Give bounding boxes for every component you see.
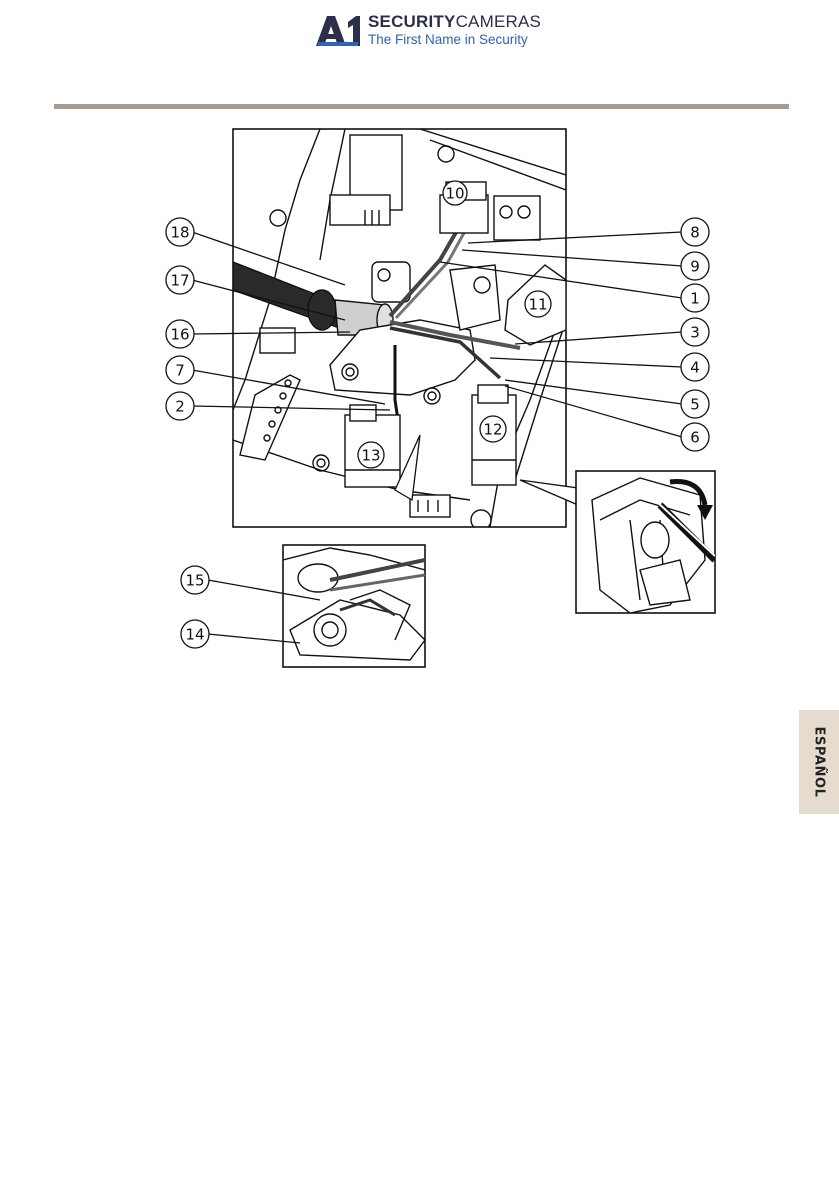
callout-11: 11 — [528, 296, 547, 314]
callout-2: 2 — [175, 398, 185, 416]
callout-6: 6 — [690, 429, 700, 447]
callout-8: 8 — [690, 224, 700, 242]
language-label: ESPAÑOL — [812, 726, 827, 797]
language-tab: ESPAÑOL — [799, 710, 839, 814]
callout-18: 18 — [170, 224, 189, 242]
inset-connector-release — [576, 471, 715, 613]
callout-1: 1 — [690, 290, 700, 308]
inset-callouts: 15 14 — [181, 566, 209, 648]
callout-13: 13 — [361, 447, 380, 465]
callout-16: 16 — [170, 326, 189, 344]
callout-17: 17 — [170, 272, 189, 290]
inset-ground-screw — [283, 545, 425, 667]
wiring-illustration: 10 11 12 13 — [0, 0, 839, 700]
main-panel: 10 11 12 13 — [233, 129, 566, 530]
callout-10: 10 — [445, 185, 464, 203]
left-callouts: 18 17 16 7 2 — [166, 218, 194, 420]
callout-3: 3 — [690, 324, 700, 342]
callout-14: 14 — [185, 626, 204, 644]
callout-15: 15 — [185, 572, 204, 590]
right-callouts: 8 9 1 3 4 5 6 — [681, 218, 709, 451]
callout-7: 7 — [175, 362, 185, 380]
callout-4: 4 — [690, 359, 700, 377]
callout-12: 12 — [483, 421, 502, 439]
callout-5: 5 — [690, 396, 700, 414]
callout-9: 9 — [690, 258, 700, 276]
